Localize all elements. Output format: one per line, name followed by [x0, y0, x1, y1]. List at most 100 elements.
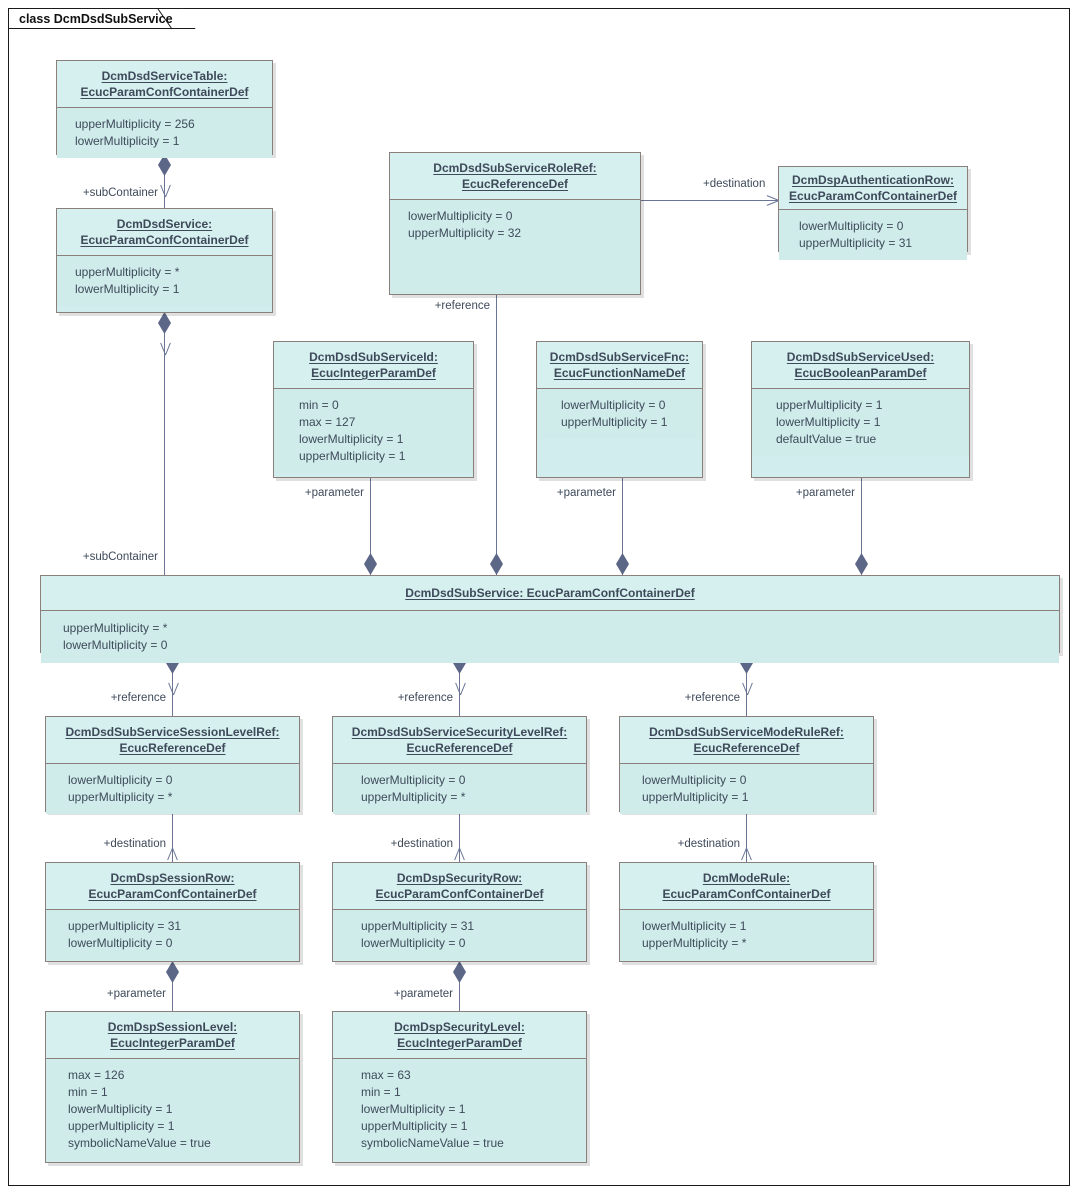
attribute-row: upperMultiplicity = 31	[68, 919, 182, 933]
class-name: DcmDspSessionRow:	[110, 871, 235, 885]
edge-subserviceused-parameter	[861, 478, 862, 575]
class-name: DcmDsdSubServiceModeRuleRef:	[649, 725, 844, 739]
role-label-reference-session: +reference	[110, 692, 166, 704]
role-label-subcontainer-main: +subContainer	[82, 551, 158, 563]
class-stereotype: EcucParamConfContainerDef	[80, 233, 249, 247]
role-label-destination-auth: +destination	[703, 178, 766, 190]
class-box-dcmdsdservicetable[interactable]: DcmDsdServiceTable: EcucParamConfContain…	[56, 60, 273, 158]
attribute-row: lowerMultiplicity = 0	[68, 936, 173, 950]
attribute-row: defaultValue = true	[776, 432, 877, 446]
arrow-head-destination-mode	[739, 848, 753, 862]
class-header-dcmdspsessionrow: DcmDspSessionRow: EcucParamConfContainer…	[46, 863, 299, 910]
arrow-head-destination-auth	[765, 193, 779, 207]
attribute-row: upperMultiplicity = *	[642, 936, 747, 950]
edge-sessionrow-parameter	[172, 962, 173, 1011]
composition-diamond-securityrow	[453, 961, 466, 983]
arrow-head-servicetable-subcontainer	[158, 183, 172, 197]
edge-subservicefnc-parameter	[622, 478, 623, 575]
attribute-row: lowerMultiplicity = 0	[408, 209, 513, 223]
attribute-row: lowerMultiplicity = 0	[361, 773, 466, 787]
class-stereotype: EcucReferenceDef	[461, 177, 569, 191]
class-header-dcmdsdservice: DcmDsdService: EcucParamConfContainerDef	[57, 209, 272, 256]
edge-roleref-reference	[496, 295, 497, 575]
class-name: DcmDspSecurityRow:	[396, 871, 523, 885]
attribute-row: lowerMultiplicity = 1	[68, 1102, 173, 1116]
class-header-dcmmoderule: DcmModeRule: EcucParamConfContainerDef	[620, 863, 873, 910]
arrow-head-destination-session	[165, 848, 179, 862]
class-name: DcmModeRule:	[702, 871, 791, 885]
attribute-row: upperMultiplicity = *	[68, 790, 173, 804]
class-box-dcmdsdsubservicesecuritylevelref[interactable]: DcmDsdSubServiceSecurityLevelRef: EcucRe…	[332, 716, 587, 814]
class-box-dcmdsdservice[interactable]: DcmDsdService: EcucParamConfContainerDef…	[56, 208, 273, 313]
class-box-dcmdsdsubservicemoderuleref[interactable]: DcmDsdSubServiceModeRuleRef: EcucReferen…	[619, 716, 874, 814]
class-attributes-dcmdspsecurityrow: upperMultiplicity = 31 lowerMultiplicity…	[333, 910, 586, 960]
class-attributes-dcmdspsessionrow: upperMultiplicity = 31 lowerMultiplicity…	[46, 910, 299, 960]
composition-diamond-servicetable	[158, 154, 171, 176]
attribute-row: min = 0	[299, 398, 339, 412]
class-box-dcmdsdsubserviceid[interactable]: DcmDsdSubServiceId: EcucIntegerParamDef …	[273, 341, 474, 478]
class-stereotype: EcucReferenceDef	[119, 741, 226, 755]
class-attributes-dcmdsdsubservicesecuritylevelref: lowerMultiplicity = 0 upperMultiplicity …	[333, 764, 586, 814]
class-attributes-dcmdspauthenticationrow: lowerMultiplicity = 0 upperMultiplicity …	[779, 210, 967, 260]
class-attributes-dcmdsdsubservicefnc: lowerMultiplicity = 0 upperMultiplicity …	[537, 389, 702, 439]
arrow-head-destination-security	[452, 848, 466, 862]
role-label-parameter-fnc: +parameter	[556, 487, 616, 499]
class-box-dcmdspsessionrow[interactable]: DcmDspSessionRow: EcucParamConfContainer…	[45, 862, 300, 962]
composition-diamond-subserviceid	[364, 553, 377, 575]
class-attributes-dcmdsdsubserviceroleref: lowerMultiplicity = 0 upperMultiplicity …	[390, 200, 640, 294]
class-box-dcmdspsecurityrow[interactable]: DcmDspSecurityRow: EcucParamConfContaine…	[332, 862, 587, 962]
class-box-dcmmoderule[interactable]: DcmModeRule: EcucParamConfContainerDef l…	[619, 862, 874, 962]
class-name: DcmDsdSubServiceId:	[309, 350, 438, 364]
class-box-dcmdsdsubserviceroleref[interactable]: DcmDsdSubServiceRoleRef: EcucReferenceDe…	[389, 152, 641, 295]
class-header-dcmdsdsubserviceid: DcmDsdSubServiceId: EcucIntegerParamDef	[274, 342, 473, 389]
arrow-head-reference-security	[453, 681, 467, 695]
class-attributes-dcmdsdservicetable: upperMultiplicity = 256 lowerMultiplicit…	[57, 108, 272, 158]
attribute-row: lowerMultiplicity = 0	[63, 638, 168, 652]
attribute-row: min = 1	[361, 1085, 401, 1099]
composition-diamond-roleref	[490, 553, 503, 575]
class-name: DcmDsdSubServiceSecurityLevelRef:	[351, 725, 568, 739]
edge-subserviceid-parameter	[370, 478, 371, 575]
attribute-row: upperMultiplicity = 1	[68, 1119, 175, 1133]
class-box-dcmdsdsubservicefnc[interactable]: DcmDsdSubServiceFnc: EcucFunctionNameDef…	[536, 341, 703, 478]
class-attributes-dcmdspsecuritylevel: max = 63 min = 1 lowerMultiplicity = 1 u…	[333, 1059, 586, 1160]
role-label-parameter-id: +parameter	[304, 487, 364, 499]
class-header-dcmdsdsubserviceroleref: DcmDsdSubServiceRoleRef: EcucReferenceDe…	[390, 153, 640, 200]
attribute-row: upperMultiplicity = *	[361, 790, 466, 804]
attribute-row: upperMultiplicity = 1	[299, 449, 406, 463]
attribute-row: lowerMultiplicity = 1	[299, 432, 404, 446]
class-box-dcmdspauthenticationrow[interactable]: DcmDspAuthenticationRow: EcucParamConfCo…	[778, 166, 968, 260]
attribute-row: lowerMultiplicity = 1	[776, 415, 881, 429]
class-header-dcmdspauthenticationrow: DcmDspAuthenticationRow: EcucParamConfCo…	[779, 167, 967, 210]
attribute-row: lowerMultiplicity = 1	[642, 919, 747, 933]
role-label-subcontainer-top: +subContainer	[82, 187, 158, 199]
class-name: DcmDspSecurityLevel:	[394, 1020, 525, 1034]
class-stereotype: EcucParamConfContainerDef	[788, 189, 958, 203]
class-box-dcmdspsessionlevel[interactable]: DcmDspSessionLevel: EcucIntegerParamDef …	[45, 1011, 300, 1163]
composition-diamond-sessionrow	[166, 961, 179, 983]
edge-moderuleref-destination	[746, 812, 747, 862]
class-box-dcmdsdsubservice[interactable]: DcmDsdSubService: EcucParamConfContainer…	[40, 575, 1060, 663]
class-stereotype: EcucIntegerParamDef	[311, 366, 436, 380]
edge-sessionlevelref-destination	[172, 812, 173, 862]
arrow-head-reference-mode	[740, 681, 754, 695]
class-name: DcmDsdService:	[116, 217, 213, 231]
class-stereotype: EcucParamConfContainerDef	[375, 887, 544, 901]
class-box-dcmdspsecuritylevel[interactable]: DcmDspSecurityLevel: EcucIntegerParamDef…	[332, 1011, 587, 1163]
class-box-dcmdsdsubserviceused[interactable]: DcmDsdSubServiceUsed: EcucBooleanParamDe…	[751, 341, 970, 478]
edge-securitylevelref-destination	[459, 812, 460, 862]
class-stereotype: EcucParamConfContainerDef	[80, 85, 249, 99]
attribute-row: upperMultiplicity = 31	[799, 236, 913, 250]
diagram-frame-top-edge	[160, 8, 1070, 9]
class-name: DcmDspSessionLevel:	[107, 1020, 238, 1034]
class-box-dcmdsdsubservicesessionlevelref[interactable]: DcmDsdSubServiceSessionLevelRef: EcucRef…	[45, 716, 300, 814]
class-stereotype: EcucIntegerParamDef	[110, 1036, 235, 1050]
class-attributes-dcmdsdsubservicesessionlevelref: lowerMultiplicity = 0 upperMultiplicity …	[46, 764, 299, 814]
edge-servicetable-subcontainer	[164, 155, 165, 208]
class-name: DcmDsdSubServiceFnc:	[549, 350, 690, 364]
attribute-row: upperMultiplicity = *	[75, 265, 180, 279]
class-attributes-dcmdspsessionlevel: max = 126 min = 1 lowerMultiplicity = 1 …	[46, 1059, 299, 1160]
class-header-dcmdspsessionlevel: DcmDspSessionLevel: EcucIntegerParamDef	[46, 1012, 299, 1059]
attribute-row: symbolicNameValue = true	[361, 1136, 504, 1150]
attribute-row: min = 1	[68, 1085, 108, 1099]
